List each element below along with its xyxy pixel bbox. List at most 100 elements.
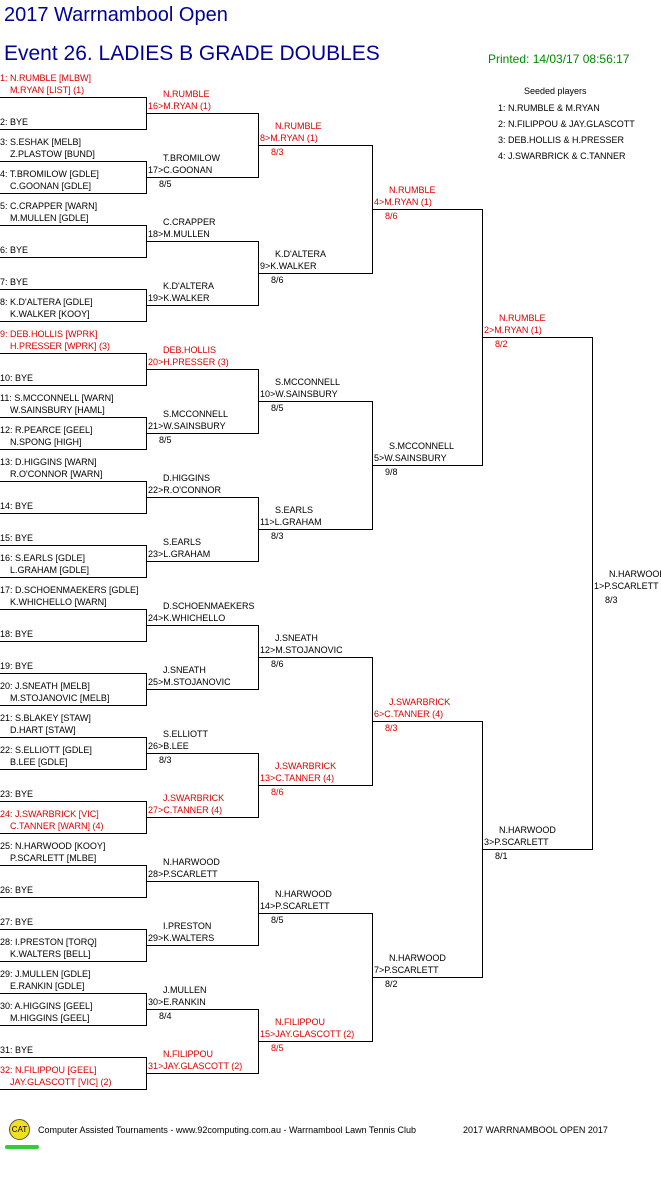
- winner-line1: J.MULLEN: [163, 985, 207, 995]
- draw-entry-line1: 18: BYE: [0, 629, 34, 639]
- bracket-line: [146, 433, 259, 434]
- draw-entry-line2: W.SAINSBURY [HAML]: [10, 405, 105, 415]
- event-title: Event 26. LADIES B GRADE DOUBLES: [4, 42, 380, 65]
- bracket-line: [146, 945, 259, 946]
- match-score: 8/5: [271, 1043, 284, 1053]
- draw-entry-line2: K.WALKER [KOOY]: [10, 309, 90, 319]
- winner-line1: J.SWARBRICK: [163, 793, 225, 803]
- draw-entry-line2: L.GRAHAM [GDLE]: [10, 565, 90, 575]
- draw-entry-line1: 7: BYE: [0, 277, 29, 287]
- bracket-line: [258, 273, 373, 274]
- winner-line2: 9>K.WALKER: [260, 261, 317, 271]
- bracket-line: [258, 529, 373, 530]
- bracket-line: [0, 193, 147, 194]
- winner-line2: 22>R.O'CONNOR: [148, 485, 221, 495]
- winner-line1: N.FILIPPOU: [163, 1049, 214, 1059]
- winner-line2: 12>M.STOJANOVIC: [260, 645, 343, 655]
- winner-line1: DEB.HOLLIS: [163, 345, 217, 355]
- draw-entry-line2: P.SCARLETT [MLBE]: [10, 853, 97, 863]
- match-score: 8/5: [271, 403, 284, 413]
- draw-entry-line1: 27: BYE: [0, 917, 34, 927]
- draw-entry-line1: 15: BYE: [0, 533, 34, 543]
- draw-entry-line1: 30: A.HIGGINS [GEEL]: [0, 1001, 93, 1011]
- winner-line1: N.HARWOOD: [163, 857, 220, 867]
- bracket-line: [0, 609, 147, 610]
- draw-entry-line2: C.GOONAN [GDLE]: [10, 181, 92, 191]
- match-score: 8/5: [159, 435, 172, 445]
- winner-line1: N.RUMBLE: [275, 121, 322, 131]
- match-score: 8/6: [385, 211, 398, 221]
- winner-line2: 25>M.STOJANOVIC: [148, 677, 231, 687]
- winner-line2: 1>P.SCARLETT: [594, 581, 659, 591]
- bracket-line: [0, 97, 147, 98]
- draw-entry-line2: M.HIGGINS [GEEL]: [10, 1013, 90, 1023]
- bracket-line: [0, 1089, 147, 1090]
- draw-entry-line1: 22: S.ELLIOTT [GDLE]: [0, 745, 92, 755]
- bracket-line: [0, 1057, 147, 1058]
- bracket-line: [0, 897, 147, 898]
- match-score: 8/6: [271, 787, 284, 797]
- bracket-line: [258, 913, 373, 914]
- draw-entry-line1: 29: J.MULLEN [GDLE]: [0, 969, 91, 979]
- bracket-line: [146, 497, 259, 498]
- winner-line2: 26>B.LEE: [148, 741, 189, 751]
- draw-entry-line1: 3: S.ESHAK [MELB]: [0, 137, 82, 147]
- match-score: 8/3: [271, 531, 284, 541]
- winner-line1: T.BROMILOW: [163, 153, 221, 163]
- bracket-line: [0, 289, 147, 290]
- match-score: 8/3: [385, 723, 398, 733]
- draw-entry-line1: 31: BYE: [0, 1045, 34, 1055]
- winner-line2: 13>C.TANNER (4): [260, 773, 335, 783]
- draw-entry-line1: 17: D.SCHOENMAEKERS [GDLE]: [0, 585, 139, 595]
- bracket-line: [0, 577, 147, 578]
- winner-line2: 23>L.GRAHAM: [148, 549, 211, 559]
- bracket-line: [0, 161, 147, 162]
- winner-line2: 14>P.SCARLETT: [260, 901, 330, 911]
- winner-line1: S.MCCONNELL: [275, 377, 341, 387]
- match-score: 8/4: [159, 1011, 172, 1021]
- winner-line1: N.HARWOOD: [499, 825, 556, 835]
- draw-entry-line1: 2: BYE: [0, 117, 29, 127]
- bracket-line: [0, 449, 147, 450]
- winner-line2: 10>W.SAINSBURY: [260, 389, 338, 399]
- seed-entry: 4: J.SWARBRICK & C.TANNER: [498, 151, 626, 161]
- footer-credits: Computer Assisted Tournaments - www.92co…: [38, 1125, 417, 1135]
- bracket-line: [0, 705, 147, 706]
- bracket-line: [146, 561, 259, 562]
- bracket-line: [258, 657, 373, 658]
- bracket-line: [482, 337, 593, 338]
- winner-line2: 28>P.SCARLETT: [148, 869, 218, 879]
- winner-line2: 19>K.WALKER: [148, 293, 210, 303]
- winner-line1: C.CRAPPER: [163, 217, 216, 227]
- draw-entry-line2: M.MULLEN [GDLE]: [10, 213, 89, 223]
- bracket-line: [0, 961, 147, 962]
- winner-line1: J.SNEATH: [163, 665, 206, 675]
- bracket-line: [0, 321, 147, 322]
- draw-entry-line1: 19: BYE: [0, 661, 34, 671]
- bracket-line: [146, 305, 259, 306]
- winner-line2: 18>M.MULLEN: [148, 229, 210, 239]
- draw-entry-line2: K.WALTERS [BELL]: [10, 949, 91, 959]
- draw-entry-line2: Z.PLASTOW [BUND]: [10, 149, 95, 159]
- match-score: 8/3: [271, 147, 284, 157]
- winner-line2: 30>E.RANKIN: [148, 997, 206, 1007]
- bracket-line: [146, 753, 259, 754]
- draw-entry-line1: 1: N.RUMBLE [MLBW]: [0, 73, 92, 83]
- draw-entry-line1: 8: K.D'ALTERA [GDLE]: [0, 297, 93, 307]
- winner-line2: 31>JAY.GLASCOTT (2): [148, 1061, 243, 1071]
- bracket-line: [0, 929, 147, 930]
- bracket-line: [372, 465, 483, 466]
- bracket-line: [258, 401, 373, 402]
- bracket-line: [146, 241, 259, 242]
- draw-entry-line2: B.LEE [GDLE]: [10, 757, 68, 767]
- bracket-line: [146, 625, 259, 626]
- bracket-line: [146, 1009, 259, 1010]
- winner-line2: 16>M.RYAN (1): [148, 101, 211, 111]
- draw-entry-line1: 13: D.HIGGINS [WARN]: [0, 457, 97, 467]
- winner-line1: J.SWARBRICK: [275, 761, 337, 771]
- bracket-line: [146, 689, 259, 690]
- bracket-line: [0, 641, 147, 642]
- draw-entry-line1: 20: J.SNEATH [MELB]: [0, 681, 90, 691]
- winner-line2: 17>C.GOONAN: [148, 165, 213, 175]
- bracket-line: [258, 785, 373, 786]
